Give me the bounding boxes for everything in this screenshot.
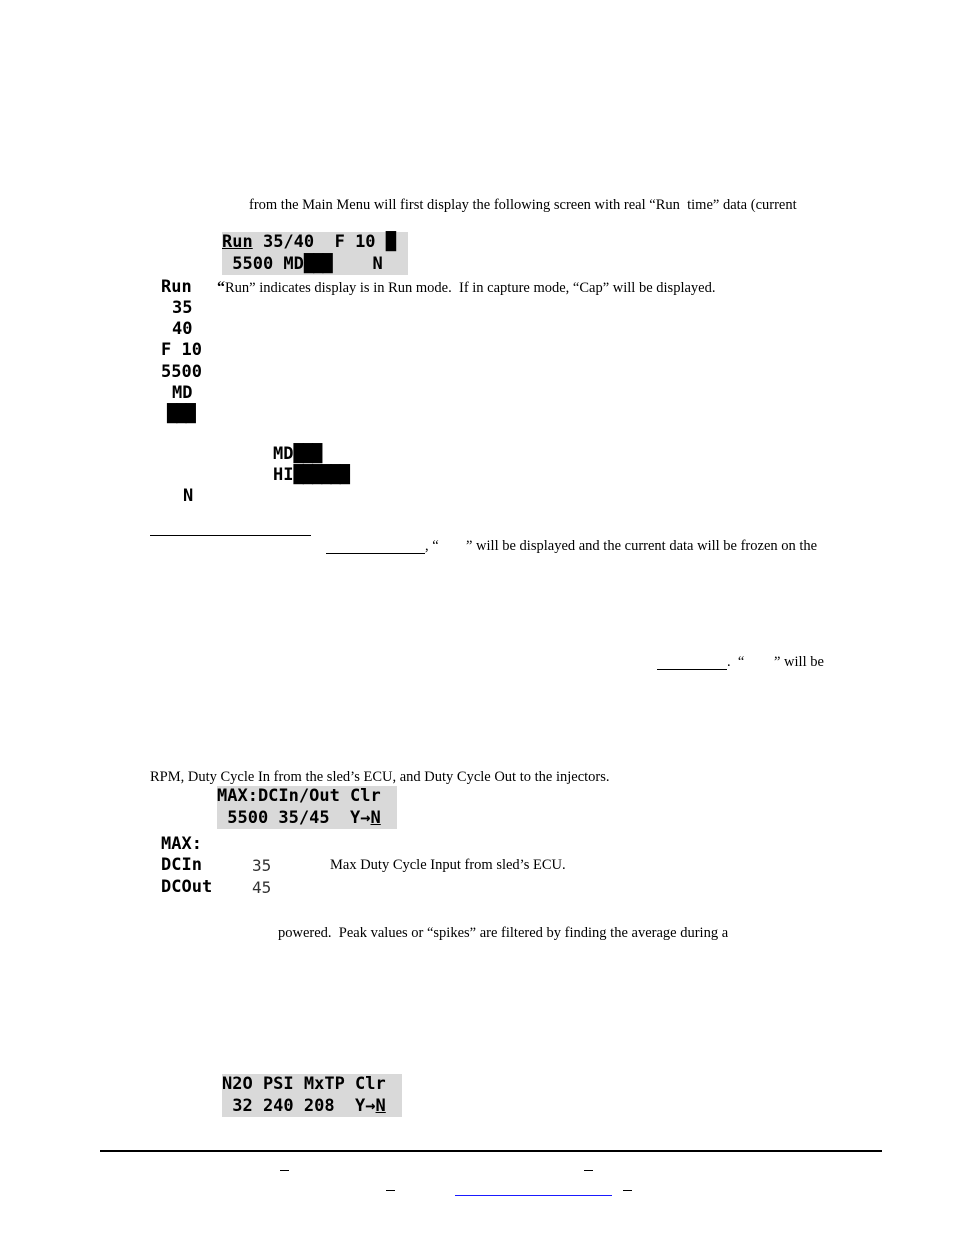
run-description: “Run” indicates display is in Run mode. …	[217, 279, 716, 296]
label-f10: F 10	[161, 340, 202, 360]
label-max: MAX:	[161, 834, 202, 854]
section-underline	[150, 535, 311, 536]
max-lcd-line2: 5500 35/45 Y→	[217, 807, 371, 828]
max-lcd-cursor: N	[370, 807, 381, 828]
run-lcd-cursor-block: █	[385, 232, 396, 252]
footer-dash-4	[623, 1190, 632, 1191]
label-n: N	[183, 486, 194, 506]
footer-dash-2	[584, 1170, 593, 1171]
powered-text: powered. Peak values or “spikes” are fil…	[278, 925, 729, 941]
label-md-level: MD███	[273, 444, 322, 464]
dcin-value: 35	[252, 856, 272, 875]
label-md: MD	[172, 383, 193, 403]
run-lcd-mode: Run	[222, 232, 253, 252]
run-lcd-line2-end: N	[331, 253, 383, 274]
label-bargraph: ███	[167, 404, 196, 424]
label-duty-in: 35	[172, 298, 193, 318]
n2o-lcd-screen: N2O PSI MxTP Clr 32 240 208 Y→N	[222, 1074, 402, 1117]
intro-text: from the Main Menu will first display th…	[249, 197, 797, 213]
n2o-lcd-cursor: N	[375, 1095, 386, 1116]
label-dcout: DCOut	[161, 877, 213, 897]
label-rpm: 5500	[161, 362, 202, 382]
run-lcd-line2: 5500 MD	[222, 253, 304, 274]
footer-dash-3	[386, 1190, 395, 1191]
max-lcd-screen: MAX:DCIn/Out Clr 5500 35/45 Y→N	[217, 786, 397, 829]
capture2-text-b: ” will be	[774, 654, 824, 670]
max-lcd-line1: MAX:DCIn/Out Clr	[217, 786, 381, 806]
label-run: Run	[161, 277, 192, 297]
capture2-text-a: . “	[727, 654, 745, 670]
capture-text-a: , “	[425, 538, 439, 554]
run-lcd-screen: Run 35/40 F 10 █ 5500 MD███ N	[222, 232, 408, 275]
dcin-description: Max Duty Cycle Input from sled’s ECU.	[330, 857, 566, 873]
dcout-value: 45	[252, 878, 272, 897]
n2o-lcd-line1: N2O PSI MxTP Clr	[222, 1074, 386, 1094]
footer-rule	[100, 1150, 882, 1152]
footer-dash-1	[280, 1170, 289, 1171]
run-lcd-line1: 35/40 F 10	[252, 232, 386, 252]
label-dcin: DCIn	[161, 855, 202, 875]
blank-underline-1	[326, 553, 425, 554]
label-hi-level: HI██████	[273, 465, 350, 485]
run-lcd-bargraph: ███	[303, 253, 333, 274]
blank-underline-2	[657, 669, 727, 670]
n2o-lcd-line2: 32 240 208 Y→	[222, 1095, 376, 1116]
max-intro: RPM, Duty Cycle In from the sled’s ECU, …	[150, 769, 610, 785]
footer-link-underline[interactable]	[455, 1195, 612, 1196]
capture-text-b: ” will be displayed and the current data…	[466, 538, 818, 554]
label-duty-out: 40	[172, 319, 193, 339]
